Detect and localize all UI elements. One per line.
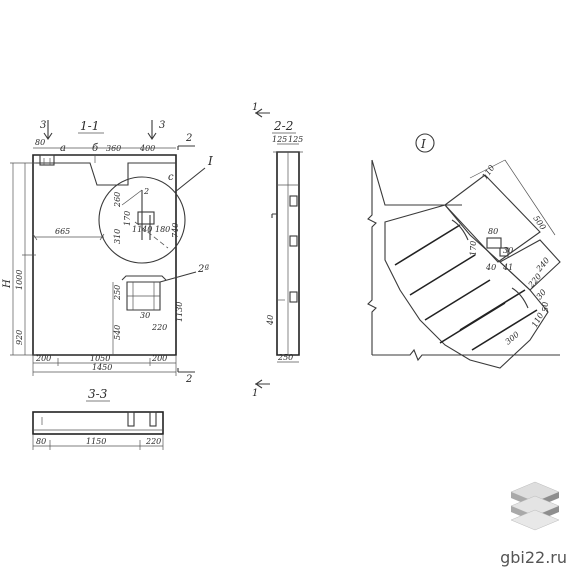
dim-665: 665	[55, 227, 70, 236]
dim-bottom-200-left: 200	[35, 354, 51, 363]
cut-mark-3-left: 3	[40, 120, 46, 131]
detail-dim-41: 41	[502, 263, 513, 272]
detail-dim-240: 240	[534, 256, 551, 274]
callout-2: 2	[143, 187, 149, 196]
cut-mark-1-top: 1	[252, 102, 258, 113]
dim-250: 250	[113, 285, 122, 301]
dim-top-c: c	[168, 172, 174, 183]
section-2-2-title: 2-2	[273, 119, 293, 133]
dim-top-360: 360	[106, 144, 121, 153]
detail-dim-500: 500	[531, 214, 547, 232]
dim-260: 260	[113, 192, 122, 208]
dim-3-3-80: 80	[36, 437, 46, 446]
cut-mark-3-right: 3	[159, 120, 165, 131]
section-3-3-title: 3-3	[88, 387, 108, 401]
dim-top-b: б	[92, 143, 99, 154]
section-1-1-title: 1-1	[80, 119, 99, 133]
dim-bottom-200-right: 200	[151, 354, 167, 363]
dim-3-3-220: 220	[145, 437, 161, 446]
dim-left-h: H	[2, 279, 13, 289]
dim-top-a: a	[60, 143, 66, 154]
detail-dim-30b: 30	[535, 288, 548, 302]
cut-mark-1-bottom: 1	[252, 388, 258, 399]
dim-3-3-1150: 1150	[86, 437, 106, 446]
dim-180: 180	[155, 225, 170, 234]
detail-I: I 110 500 80 170 30 40 41 240 220 30 50 …	[367, 133, 561, 369]
cut-mark-2-bottom: 2	[185, 374, 192, 385]
detail-dim-220: 220	[526, 272, 543, 290]
dim-top-400: 400	[139, 144, 155, 153]
dim-bottom-1450: 1450	[92, 363, 112, 372]
section-3-3: 3-3 80 1150 220	[32, 387, 164, 450]
dim-left-1000: 1000	[15, 270, 24, 290]
detail-dim-30: 30	[503, 246, 513, 255]
dim-2-2-250: 250	[277, 353, 293, 362]
dim-1130: 1130	[175, 302, 184, 322]
dim-top-80: 80	[35, 138, 45, 147]
dim-170: 170	[123, 211, 132, 226]
stacked-slabs-icon	[510, 481, 560, 531]
dim-2-2-125-left: 125	[272, 135, 287, 144]
section-1-1: 1-1 3 3 2 2 80 a б 360 400 c H 1000	[2, 119, 213, 385]
callout-2a: 2ª	[197, 264, 209, 275]
detail-dim-50: 50	[541, 302, 550, 312]
dim-bottom-1050: 1050	[90, 354, 110, 363]
detail-dim-40: 40	[485, 263, 496, 272]
detail-dim-300: 300	[504, 330, 521, 347]
dim-220: 220	[151, 323, 167, 332]
dim-30: 30	[140, 311, 150, 320]
callout-detail-I: I	[207, 154, 213, 168]
detail-dim-110: 110	[480, 163, 496, 181]
dim-310: 310	[113, 229, 122, 244]
dim-540: 540	[113, 325, 122, 340]
dim-2-2-125-right: 125	[288, 135, 303, 144]
detail-dim-80: 80	[488, 227, 498, 236]
dim-740: 740	[171, 223, 180, 238]
section-2-2: 2-2 1 1 125 125 40 250	[252, 102, 303, 399]
cut-mark-2-top: 2	[185, 133, 192, 144]
detail-I-title: I	[420, 137, 426, 151]
detail-dim-170: 170	[469, 241, 478, 256]
dim-1140: 1140	[132, 225, 152, 234]
dim-left-920: 920	[15, 330, 24, 345]
site-watermark[interactable]: gbi22.ru	[500, 548, 567, 567]
dim-2-2-40: 40	[266, 315, 275, 326]
